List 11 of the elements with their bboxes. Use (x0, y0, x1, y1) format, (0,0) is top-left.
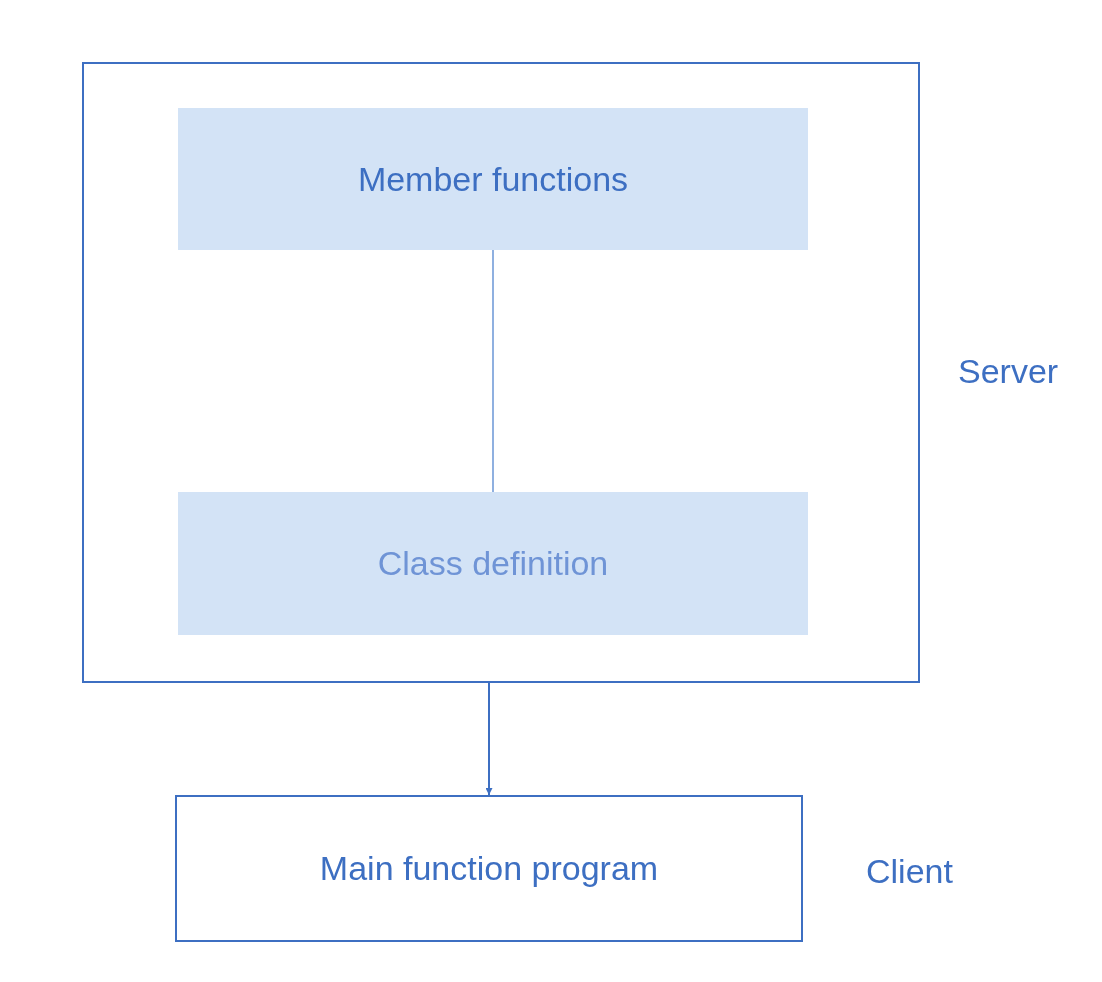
connector-line (492, 249, 494, 493)
group-box (82, 62, 920, 683)
side-label: Client (866, 852, 953, 891)
shaded-box (178, 492, 808, 635)
box-label: Class definition (377, 544, 609, 583)
box-label: Member functions (357, 159, 629, 199)
side-label: Server (958, 352, 1059, 391)
shaded-box (178, 108, 808, 250)
box-label: Main function program (319, 849, 659, 888)
process-box (175, 795, 803, 942)
arrow (485, 682, 493, 796)
